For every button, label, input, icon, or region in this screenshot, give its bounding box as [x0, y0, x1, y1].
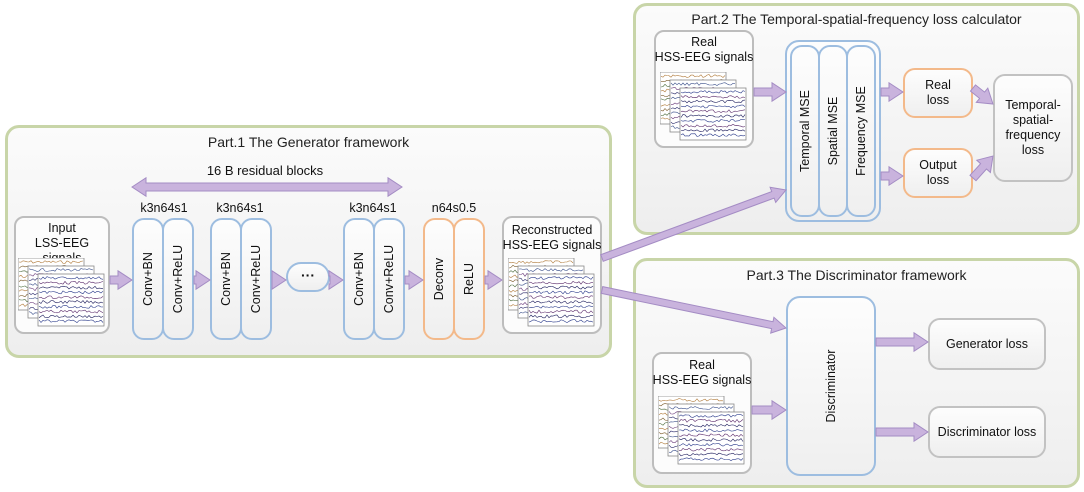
- ellipsis-to-block3-arrow: [328, 269, 344, 291]
- generator-loss-box: Generator loss: [928, 318, 1046, 370]
- real-loss-to-tsf-arrow: [969, 84, 994, 105]
- recon-to-mse-arrow: [600, 186, 787, 262]
- block3-param: k3n64s1: [349, 201, 397, 215]
- mse-to-output-loss-arrow: [880, 165, 904, 187]
- discriminator-block: [786, 296, 876, 476]
- part2-real-eeg-stack: [660, 72, 747, 141]
- loss-calculator-panel-title: Part.2 The Temporal-spatial-frequency lo…: [691, 11, 1022, 27]
- tsf-loss-box: Temporal- spatial- frequency loss: [993, 74, 1073, 182]
- reconstructed-eeg-stack: [508, 258, 595, 327]
- residual-blocks-span-arrow: [131, 176, 403, 198]
- ellipsis-label: ···: [301, 267, 315, 283]
- block1-conv-relu: [162, 218, 194, 340]
- ellipsis-block: [286, 262, 330, 292]
- discriminator-to-discriminator-loss-arrow: [875, 421, 929, 443]
- relu-layer: [453, 218, 485, 340]
- block2-param: k3n64s1: [216, 201, 264, 215]
- input-to-block1-arrow: [109, 269, 133, 291]
- discriminator-panel-title: Part.3 The Discriminator framework: [746, 267, 967, 283]
- block2-conv-relu: [240, 218, 272, 340]
- part3-real-label: Real HSS-EEG signals: [652, 358, 752, 387]
- part3-real-to-discriminator-arrow: [751, 399, 787, 421]
- mse-to-real-loss-arrow: [880, 81, 904, 103]
- block3-conv-relu: [373, 218, 405, 340]
- part3-real-eeg-stack: [658, 396, 745, 465]
- block1-param: k3n64s1: [140, 201, 188, 215]
- frequency-mse-block: [846, 45, 876, 217]
- residual-blocks-label: 16 B residual blocks: [206, 163, 324, 178]
- block1-to-block2-arrow: [193, 269, 211, 291]
- part2-real-label: Real HSS-EEG signals: [654, 35, 754, 64]
- input-eeg-stack: [18, 258, 105, 327]
- output-loss-to-tsf-arrow: [969, 155, 994, 182]
- block3-to-deconv-arrow: [404, 269, 424, 291]
- block2-to-ellipsis-arrow: [271, 269, 287, 291]
- deconv-param: n64s0.5: [431, 201, 477, 215]
- discriminator-to-generator-loss-arrow: [875, 331, 929, 353]
- generator-panel-title: Part.1 The Generator framework: [207, 134, 410, 150]
- recon-to-discriminator-arrow: [600, 286, 787, 334]
- discriminator-loss-box: Discriminator loss: [928, 406, 1046, 458]
- reconstructed-label: Reconstructed HSS-EEG signals: [502, 223, 602, 252]
- part2-real-to-mse-arrow: [753, 81, 787, 103]
- deconv-to-recon-arrow: [484, 269, 503, 291]
